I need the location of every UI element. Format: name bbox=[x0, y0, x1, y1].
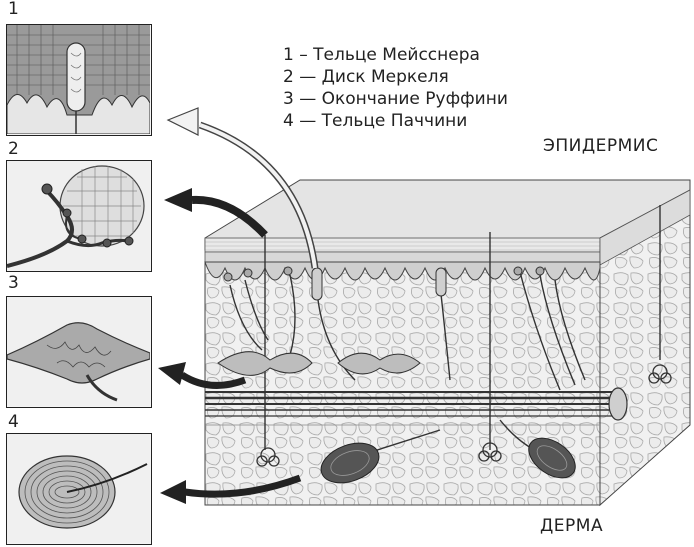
panel-merkel-disc bbox=[6, 160, 152, 272]
nerve-bundle bbox=[205, 391, 615, 417]
panel-1-number: 1 bbox=[8, 0, 19, 19]
panel-3-number: 3 bbox=[8, 273, 19, 293]
meissner-corpuscle bbox=[311, 267, 323, 301]
epidermis-label: ЭПИДЕРМИС bbox=[543, 136, 659, 156]
gland-coil bbox=[256, 364, 672, 467]
legend: 1 – Тельце Мейсснера 2 — Диск Меркеля 3 … bbox=[283, 44, 508, 132]
panel-meissner-corpuscle bbox=[6, 24, 152, 136]
meissner-corpuscle bbox=[435, 267, 447, 297]
pacinian-corpuscle bbox=[320, 437, 576, 484]
arrow-to-panel-3 bbox=[180, 371, 247, 389]
panel-ruffini-ending bbox=[6, 296, 152, 408]
arrow-to-panel-4 bbox=[184, 474, 302, 498]
legend-item-2: 2 — Диск Меркеля bbox=[283, 67, 449, 87]
nerve-bundle-end bbox=[608, 387, 628, 421]
merkel-disc-markers bbox=[223, 266, 545, 282]
panel-pacinian-corpuscle bbox=[6, 433, 152, 545]
panel-4-number: 4 bbox=[8, 412, 19, 432]
legend-item-3: 3 — Окончание Руффини bbox=[283, 89, 508, 109]
ruffini-ending bbox=[217, 351, 421, 376]
panel-2-number: 2 bbox=[8, 139, 19, 159]
legend-item-4: 4 — Тельце Паччини bbox=[283, 111, 468, 131]
pointer-arrows bbox=[158, 107, 319, 504]
legend-item-1: 1 – Тельце Мейсснера bbox=[283, 45, 480, 65]
arrow-to-panel-2 bbox=[191, 195, 268, 238]
dermis-label: ДЕРМА bbox=[540, 516, 604, 536]
